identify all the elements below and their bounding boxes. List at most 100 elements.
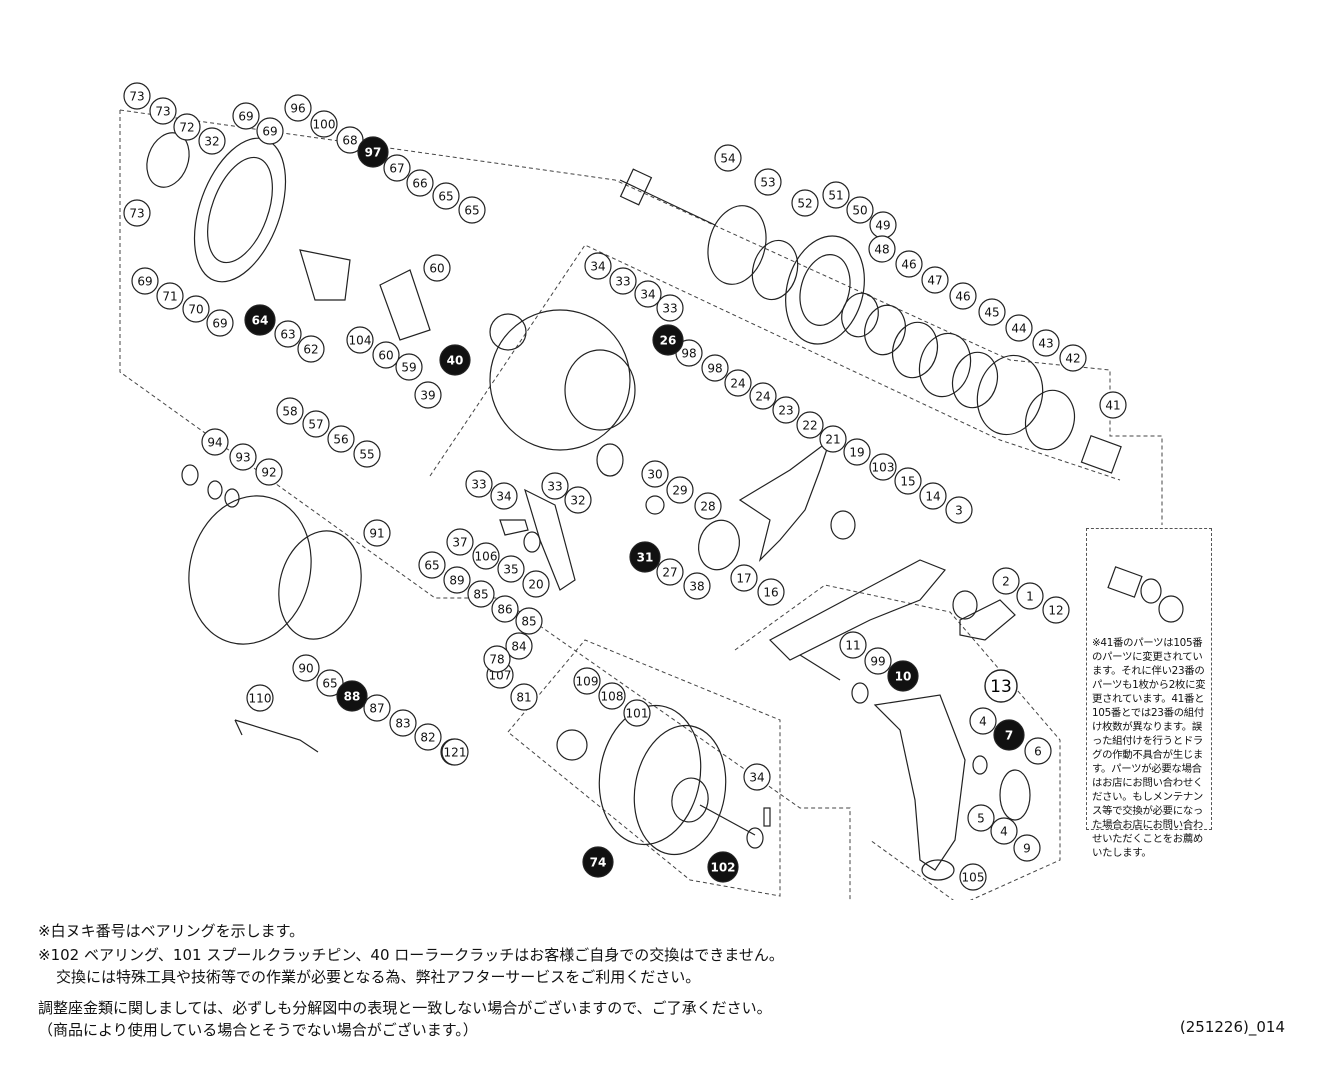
part-callout-w10: 66 <box>412 177 427 191</box>
part-callout-w109: 9 <box>1023 842 1031 856</box>
part-callout-w17-circle <box>206 309 234 337</box>
part-callout-w46: 50 <box>852 204 867 218</box>
part-callout-w53-circle <box>1005 314 1033 342</box>
part-callout-w36: 24 <box>755 390 770 404</box>
part-callout-w25: 57 <box>308 418 323 432</box>
part-callout-w35: 24 <box>730 377 745 391</box>
part-callout-w110-circle <box>959 863 987 891</box>
part-callout-b6: 74 <box>590 856 607 870</box>
part-callout-b9-circle <box>993 719 1025 751</box>
part-callout-w84-circle <box>541 472 569 500</box>
part-callout-b2-circle <box>439 344 471 376</box>
part-callout-w9-circle <box>383 154 411 182</box>
part-callout-w41: 103 <box>872 461 895 475</box>
part-callout-w82: 33 <box>471 478 486 492</box>
part-callout-w39-circle <box>819 425 847 453</box>
part-callout-w25-circle <box>302 410 330 438</box>
part-callout-w94: 20 <box>528 578 543 592</box>
footer-bearing-note: ※白ヌキ番号はベアリングを示します。 <box>38 922 305 940</box>
part-callout-w96-circle <box>757 578 785 606</box>
part-callout-w20-circle <box>346 326 374 354</box>
part-callout-w80-circle <box>623 699 651 727</box>
part-callout-w105-circle <box>969 707 997 735</box>
part-callout-w43: 53 <box>760 176 775 190</box>
part-callout-w44-circle <box>791 189 819 217</box>
part-callout-w19: 62 <box>303 343 318 357</box>
part-callout-w77-circle <box>246 684 274 712</box>
part-callout-w39: 21 <box>825 433 840 447</box>
part-callout-b4-circle <box>629 541 661 573</box>
part-callout-w67-circle <box>292 654 320 682</box>
part-callout-w61-circle <box>418 551 446 579</box>
part-callout-w35-circle <box>724 369 752 397</box>
part-callout-w77: 110 <box>249 692 272 706</box>
part-callout-w71-circle <box>414 723 442 751</box>
part-callout-w56: 41 <box>1105 399 1120 413</box>
part-callout-w75: 81 <box>516 691 531 705</box>
part-callout-w103-circle <box>839 631 867 659</box>
part-callout-w3-circle <box>198 127 226 155</box>
part-callout-w26: 56 <box>333 433 348 447</box>
part-callout-w96: 16 <box>763 586 778 600</box>
part-callout-w89: 27 <box>662 566 677 580</box>
part-callout-w16: 70 <box>188 303 203 317</box>
part-callout-w6: 96 <box>290 102 305 116</box>
part-callout-w43-circle <box>754 168 782 196</box>
part-callout-w26-circle <box>327 425 355 453</box>
part-callout-w36-circle <box>749 382 777 410</box>
part-callout-b0: 97 <box>365 146 382 160</box>
part-callout-w14: 69 <box>137 275 152 289</box>
part-callout-w105: 4 <box>979 715 987 729</box>
part-callout-w37-circle <box>772 396 800 424</box>
part-callout-w42-circle <box>714 144 742 172</box>
note-box-parts-illustration <box>1107 566 1184 623</box>
part-callout-w7: 100 <box>313 118 336 132</box>
part-callout-w15: 71 <box>162 290 177 304</box>
part-callout-w8-circle <box>336 126 364 154</box>
part-callout-w81: 34 <box>749 771 764 785</box>
part-callout-w74-circle <box>483 645 511 673</box>
part-callout-w97-circle <box>894 467 922 495</box>
part-callout-w46-circle <box>846 196 874 224</box>
part-callout-w31: 34 <box>640 288 655 302</box>
part-callout-w102: 12 <box>1048 604 1063 618</box>
part-callout-w18-circle <box>274 320 302 348</box>
part-callout-w28-circle <box>414 381 442 409</box>
part-callout-w13-circle <box>123 199 151 227</box>
part-callout-w6-circle <box>284 94 312 122</box>
part-callout-w79: 108 <box>601 690 624 704</box>
part-callout-w3: 32 <box>204 135 219 149</box>
footer-replacement-note: ※102 ベアリング、101 スプールクラッチピン、40 ローラークラッチはお客… <box>38 946 784 964</box>
part-callout-w78: 109 <box>576 675 599 689</box>
part-callout-w12-circle <box>458 196 486 224</box>
part-callout-w20: 104 <box>349 334 372 348</box>
part-callout-w54: 43 <box>1038 337 1053 351</box>
part-callout-w1-circle <box>149 97 177 125</box>
part-callout-w85-circle <box>564 486 592 514</box>
part-callout-w68-circle <box>316 669 344 697</box>
part-callout-b3-circle <box>652 324 684 356</box>
part-callout-w69: 87 <box>369 702 384 716</box>
part-callout-w81-circle <box>743 763 771 791</box>
part-callout-w11-circle <box>432 182 460 210</box>
part-callout-w91: 37 <box>452 536 467 550</box>
part-callout-b6-circle <box>582 846 614 878</box>
part-callout-w37: 23 <box>778 404 793 418</box>
part-callout-b10-circle <box>984 669 1018 703</box>
part-callout-w67: 90 <box>298 662 313 676</box>
part-callout-w0-circle <box>123 82 151 110</box>
part-callout-w83-circle <box>490 482 518 510</box>
part-callout-w21-circle <box>372 341 400 369</box>
part-callout-w63: 85 <box>473 588 488 602</box>
part-callout-w5: 69 <box>262 125 277 139</box>
part-callout-w22-circle <box>423 254 451 282</box>
note-box <box>1086 528 1212 830</box>
part-callout-w86-circle <box>641 460 669 488</box>
part-callout-w47: 49 <box>875 219 890 233</box>
part-callout-w29: 34 <box>590 260 605 274</box>
part-callout-w56-circle <box>1099 391 1127 419</box>
part-callout-w40: 19 <box>849 446 864 460</box>
part-callout-w55: 42 <box>1065 352 1080 366</box>
part-callout-w87-circle <box>666 476 694 504</box>
part-callout-w57-circle <box>201 428 229 456</box>
